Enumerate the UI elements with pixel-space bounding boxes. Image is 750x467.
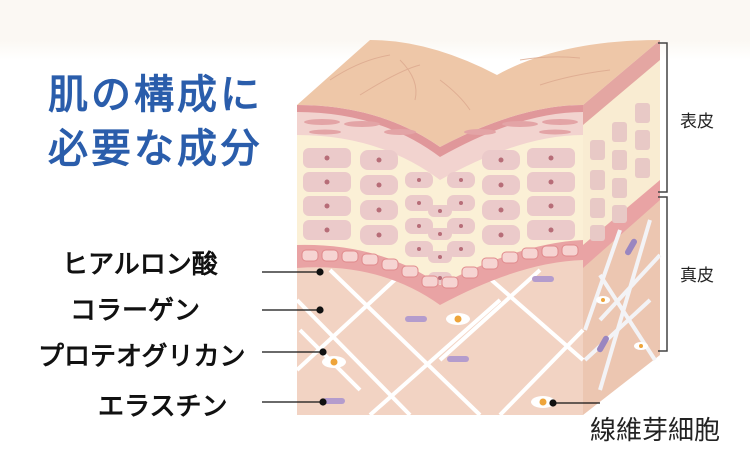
label-fibroblast: 線維芽細胞 — [590, 416, 721, 446]
label-hyaluronic-acid: ヒアルロン酸 — [62, 250, 218, 280]
elastin-fiber — [405, 316, 427, 322]
dermis-bracket — [658, 196, 668, 352]
epidermis-bracket — [658, 42, 668, 193]
title-line-2: 必要な成分 — [48, 126, 263, 172]
elastin-fiber — [323, 398, 345, 404]
elastin-fiber — [447, 356, 469, 362]
skin-surface — [297, 40, 660, 147]
elastin-fiber — [597, 335, 609, 353]
label-collagen: コラーゲン — [70, 296, 201, 326]
title-line-1: 肌の構成に — [48, 72, 263, 118]
elastin-fiber — [532, 276, 554, 282]
label-elastin: エラスチン — [98, 392, 228, 422]
label-epidermis: 表皮 — [680, 112, 714, 132]
label-proteoglycan: プロテオグリカン — [38, 342, 246, 372]
elastin-fiber — [625, 238, 637, 256]
label-dermis: 真皮 — [680, 266, 714, 286]
